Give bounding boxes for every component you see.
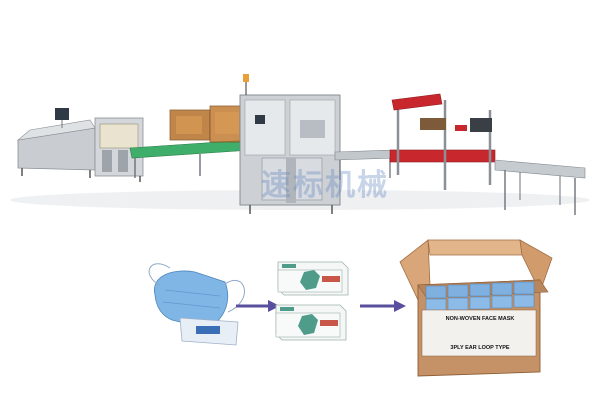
process-flow — [148, 239, 553, 377]
roller-conveyor-mid — [334, 149, 396, 180]
carton-label-subtitle: 3PLY EAR LOOP TYPE — [450, 345, 510, 351]
hmi-screen — [255, 115, 265, 124]
signal-lamp — [243, 74, 249, 82]
shipping-carton — [399, 239, 553, 377]
arrow-right-icon — [360, 300, 406, 312]
packed-mask-boxes — [425, 281, 535, 312]
cartoning-machine — [16, 108, 144, 182]
arrow-right-icon — [236, 300, 280, 312]
carton-label-title: NON-WOVEN FACE MASK — [445, 316, 515, 322]
carton-taping-machine — [389, 93, 496, 190]
amber-enclosure-machine — [169, 105, 245, 143]
control-panel-screen — [55, 108, 69, 120]
carton-on-line — [420, 118, 446, 130]
central-packing-machine — [239, 74, 341, 214]
roller-conveyor-right — [494, 159, 586, 215]
wrapped-mask-pack — [179, 317, 239, 346]
face-mask — [148, 263, 245, 329]
green-conveyor — [129, 139, 253, 178]
mask-retail-boxes — [275, 261, 349, 341]
production-line — [10, 74, 590, 215]
